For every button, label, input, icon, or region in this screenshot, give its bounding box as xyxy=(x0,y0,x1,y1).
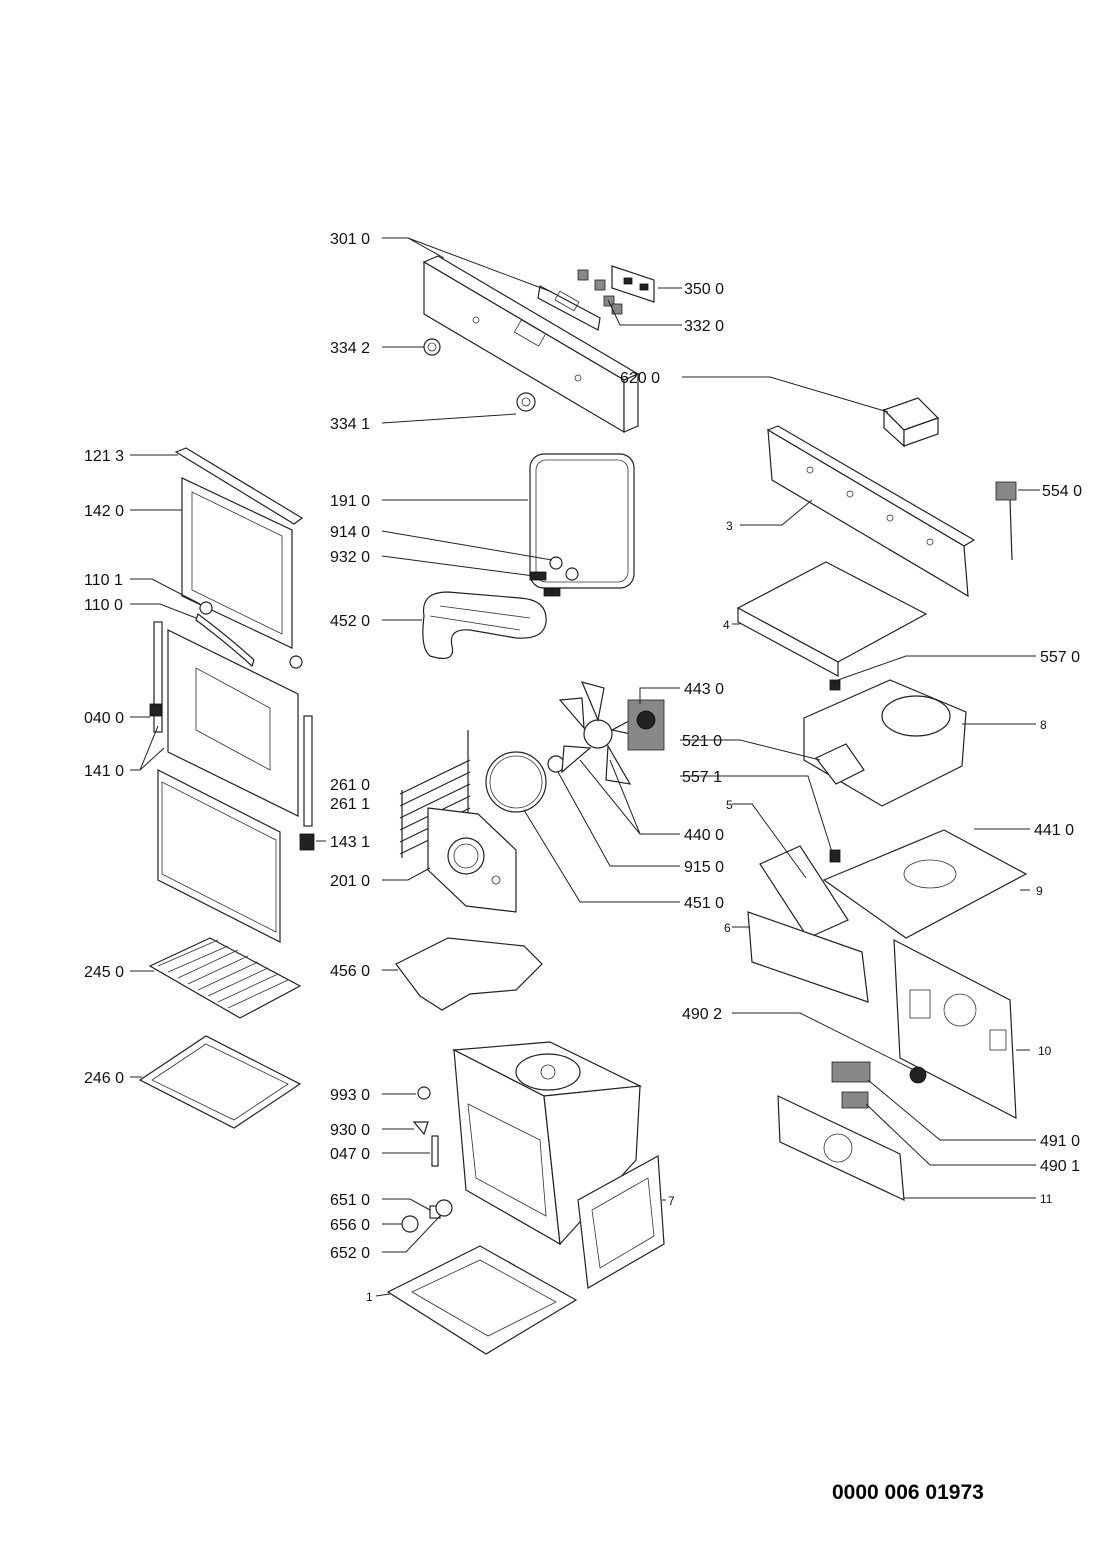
label-521-0: 521 0 xyxy=(682,733,722,750)
label-932-0: 932 0 xyxy=(330,549,370,566)
label-332-0: 332 0 xyxy=(684,318,724,335)
panel-11 xyxy=(777,1095,905,1201)
label-246-0: 246 0 xyxy=(84,1070,124,1087)
label-440-0: 440 0 xyxy=(684,827,724,844)
lower-plate-9 xyxy=(822,829,1028,939)
label-334-2: 334 2 xyxy=(330,340,370,357)
label-443-0: 443 0 xyxy=(684,681,724,698)
label-915-0: 915 0 xyxy=(684,859,724,876)
label-451-0: 451 0 xyxy=(684,895,724,912)
label-143-1: 143 1 xyxy=(330,834,370,851)
bracket-521 xyxy=(815,743,865,785)
label-6: 6 xyxy=(724,921,731,935)
label-350-0: 350 0 xyxy=(684,281,724,298)
label-5: 5 xyxy=(726,798,733,812)
label-4: 4 xyxy=(723,618,730,632)
fan-motor xyxy=(627,699,665,751)
grill-element xyxy=(422,591,547,659)
component-491 xyxy=(831,1061,871,1083)
circular-heating-element xyxy=(485,751,547,813)
wire-shelf xyxy=(148,937,302,1019)
label-7: 7 xyxy=(668,1194,675,1208)
label-456-0: 456 0 xyxy=(330,963,370,980)
label-261-0: 261 0 xyxy=(330,777,370,794)
fan-cover xyxy=(427,807,517,913)
door-handle xyxy=(195,601,303,669)
control-panel xyxy=(422,255,640,434)
bracket-914 xyxy=(549,556,563,570)
door-top-trim xyxy=(174,447,304,525)
label-121-3: 121 3 xyxy=(84,448,124,465)
lower-heating-element xyxy=(395,937,543,1011)
label-651-0: 651 0 xyxy=(330,1192,370,1209)
label-040-0: 040 0 xyxy=(84,710,124,727)
label-191-0: 191 0 xyxy=(330,493,370,510)
label-261-1: 261 1 xyxy=(330,796,370,813)
label-245-0: 245 0 xyxy=(84,964,124,981)
oven-cavity xyxy=(451,1041,643,1246)
label-620-0: 620 0 xyxy=(620,370,660,387)
spring-932 xyxy=(529,571,547,581)
label-656-0: 656 0 xyxy=(330,1217,370,1234)
document-number: 0000 006 01973 xyxy=(832,1481,984,1504)
label-047-0: 047 0 xyxy=(330,1146,370,1163)
label-9: 9 xyxy=(1036,884,1043,898)
cooling-fan-housing xyxy=(803,679,967,807)
label-554-0: 554 0 xyxy=(1042,483,1082,500)
label-141-0: 141 0 xyxy=(84,763,124,780)
door-outer-glass xyxy=(157,769,281,943)
label-993-0: 993 0 xyxy=(330,1087,370,1104)
label-10: 10 xyxy=(1038,1044,1052,1058)
small-parts xyxy=(401,1086,453,1233)
label-557-1: 557 1 xyxy=(682,769,722,786)
front-frame xyxy=(577,1155,665,1289)
label-652-0: 652 0 xyxy=(330,1245,370,1262)
label-11: 11 xyxy=(1040,1192,1053,1206)
label-490-1: 490 1 xyxy=(1040,1158,1080,1175)
timer-module-350 xyxy=(611,265,655,303)
bottom-plate xyxy=(386,1245,578,1355)
knob-490-2 xyxy=(909,1066,927,1084)
label-557-0: 557 0 xyxy=(1040,649,1080,666)
baking-tray xyxy=(138,1035,302,1129)
label-452-0: 452 0 xyxy=(330,613,370,630)
label-334-1: 334 1 xyxy=(330,416,370,433)
label-301-0: 301 0 xyxy=(330,231,370,248)
label-491-0: 491 0 xyxy=(1040,1133,1080,1150)
leader-lines xyxy=(130,237,1040,1297)
label-8: 8 xyxy=(1040,718,1047,732)
part-labels: 301 0 350 0 332 0 334 2 620 0 334 1 121 … xyxy=(84,231,1082,1304)
side-panel-6 xyxy=(747,911,869,1003)
label-110-0: 110 0 xyxy=(84,597,123,614)
thermostat-554 xyxy=(995,481,1017,561)
label-201-0: 201 0 xyxy=(330,873,370,890)
label-110-1: 110 1 xyxy=(84,572,123,589)
back-panel xyxy=(893,938,1017,1120)
label-914-0: 914 0 xyxy=(330,524,370,541)
door-frame xyxy=(149,621,315,851)
top-rear-panel xyxy=(766,425,976,598)
label-3: 3 xyxy=(726,519,733,533)
relay-620 xyxy=(882,397,940,448)
label-142-0: 142 0 xyxy=(84,503,124,520)
label-441-0: 441 0 xyxy=(1034,822,1074,839)
label-1: 1 xyxy=(366,1290,373,1304)
top-plate xyxy=(736,561,928,678)
oven-gasket xyxy=(529,453,635,589)
label-490-2: 490 2 xyxy=(682,1006,722,1023)
component-490-1 xyxy=(841,1091,869,1109)
knob-334-2 xyxy=(423,338,441,356)
label-930-0: 930 0 xyxy=(330,1122,370,1139)
knob-334-1 xyxy=(516,392,536,412)
